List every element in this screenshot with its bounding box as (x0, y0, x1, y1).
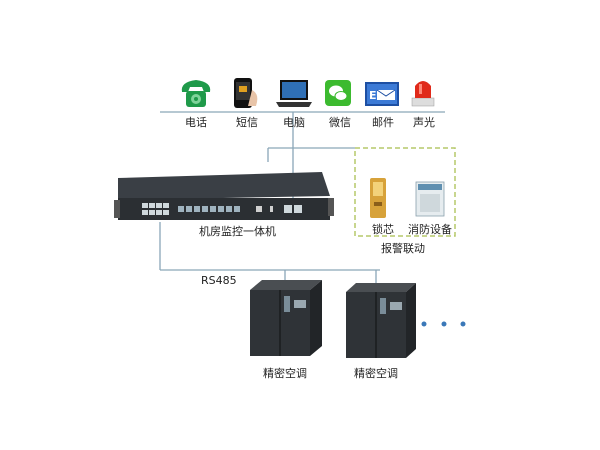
monitoring-device (114, 172, 334, 220)
ac-label-2: 精密空调 (354, 367, 398, 380)
precision-ac-unit-2 (346, 283, 416, 358)
door-lock-icon (370, 178, 386, 218)
device-label: 机房监控一体机 (199, 225, 276, 238)
linkage-label-fire: 消防设备 (408, 223, 452, 236)
sms-phone-icon (234, 78, 258, 108)
wechat-icon (325, 80, 351, 106)
ac-label-1: 精密空调 (263, 367, 307, 380)
precision-ac-unit-1 (250, 280, 322, 356)
notify-label-email: 邮件 (372, 116, 394, 129)
more-units-dots (421, 321, 466, 327)
email-icon: E (365, 82, 399, 106)
notify-label-siren: 声光 (413, 116, 435, 129)
svg-text:E: E (369, 89, 377, 102)
notify-label-sms: 短信 (236, 116, 258, 129)
telephone-icon (181, 80, 211, 107)
notify-label-wechat: 微信 (329, 116, 351, 129)
notify-label-telephone: 电话 (185, 116, 207, 129)
laptop-icon (276, 80, 312, 107)
linkage-label-lock: 锁芯 (372, 223, 394, 236)
fire-equipment-icon (415, 181, 445, 217)
notify-label-computer: 电脑 (283, 116, 305, 129)
linkage-dashed-box (354, 147, 456, 237)
siren-icon (411, 81, 435, 107)
rs485-label: RS485 (201, 274, 237, 287)
linkage-caption: 报警联动 (381, 242, 425, 255)
connection-lines (159, 111, 445, 285)
